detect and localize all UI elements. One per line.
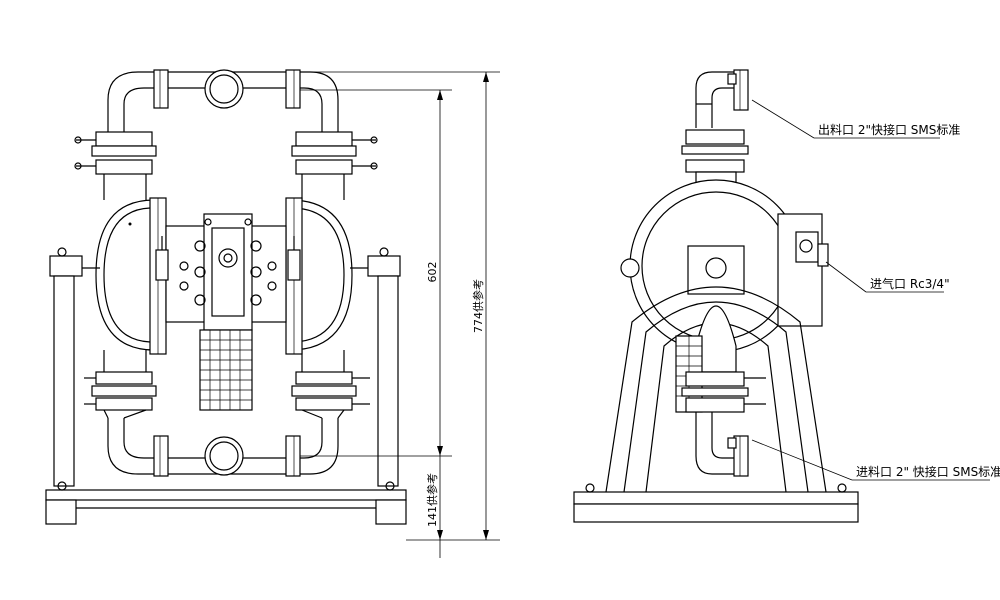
side-center-cap	[687, 245, 745, 295]
dimension-lines	[300, 71, 500, 558]
side-knob	[620, 258, 640, 278]
air-inlet-label: 进气口 Rc3/4"	[870, 276, 950, 291]
top-manifold	[107, 69, 339, 132]
outlet-label: 出料口 2"快接口 SMS标准	[818, 122, 960, 137]
inlet-port-icon	[204, 436, 244, 476]
front-view: 602 774供参考 141供参考	[45, 69, 500, 558]
outlet-port-icon	[204, 69, 244, 109]
inlet-label: 进料口 2" 快接口 SMS标准	[856, 464, 1000, 479]
side-outlet	[695, 69, 749, 128]
clamp-right-upper	[291, 131, 378, 175]
front-frame	[45, 247, 407, 525]
center-body	[155, 213, 301, 331]
muffler	[199, 329, 253, 411]
dim-774: 774供参考	[471, 279, 485, 333]
side-clamp-lower	[681, 371, 766, 413]
side-inlet	[695, 412, 749, 477]
clamp-right-lower	[291, 371, 370, 411]
side-view	[573, 69, 990, 523]
bottom-manifold	[107, 418, 339, 477]
clamp-left-lower	[84, 371, 157, 411]
clamp-left-upper	[74, 131, 157, 175]
callout-leaders	[751, 99, 990, 481]
side-frame	[573, 286, 859, 523]
side-clamp-upper	[681, 129, 749, 173]
dim-141: 141供参考	[425, 473, 439, 527]
dim-602: 602	[426, 262, 439, 283]
air-valve	[777, 213, 829, 327]
